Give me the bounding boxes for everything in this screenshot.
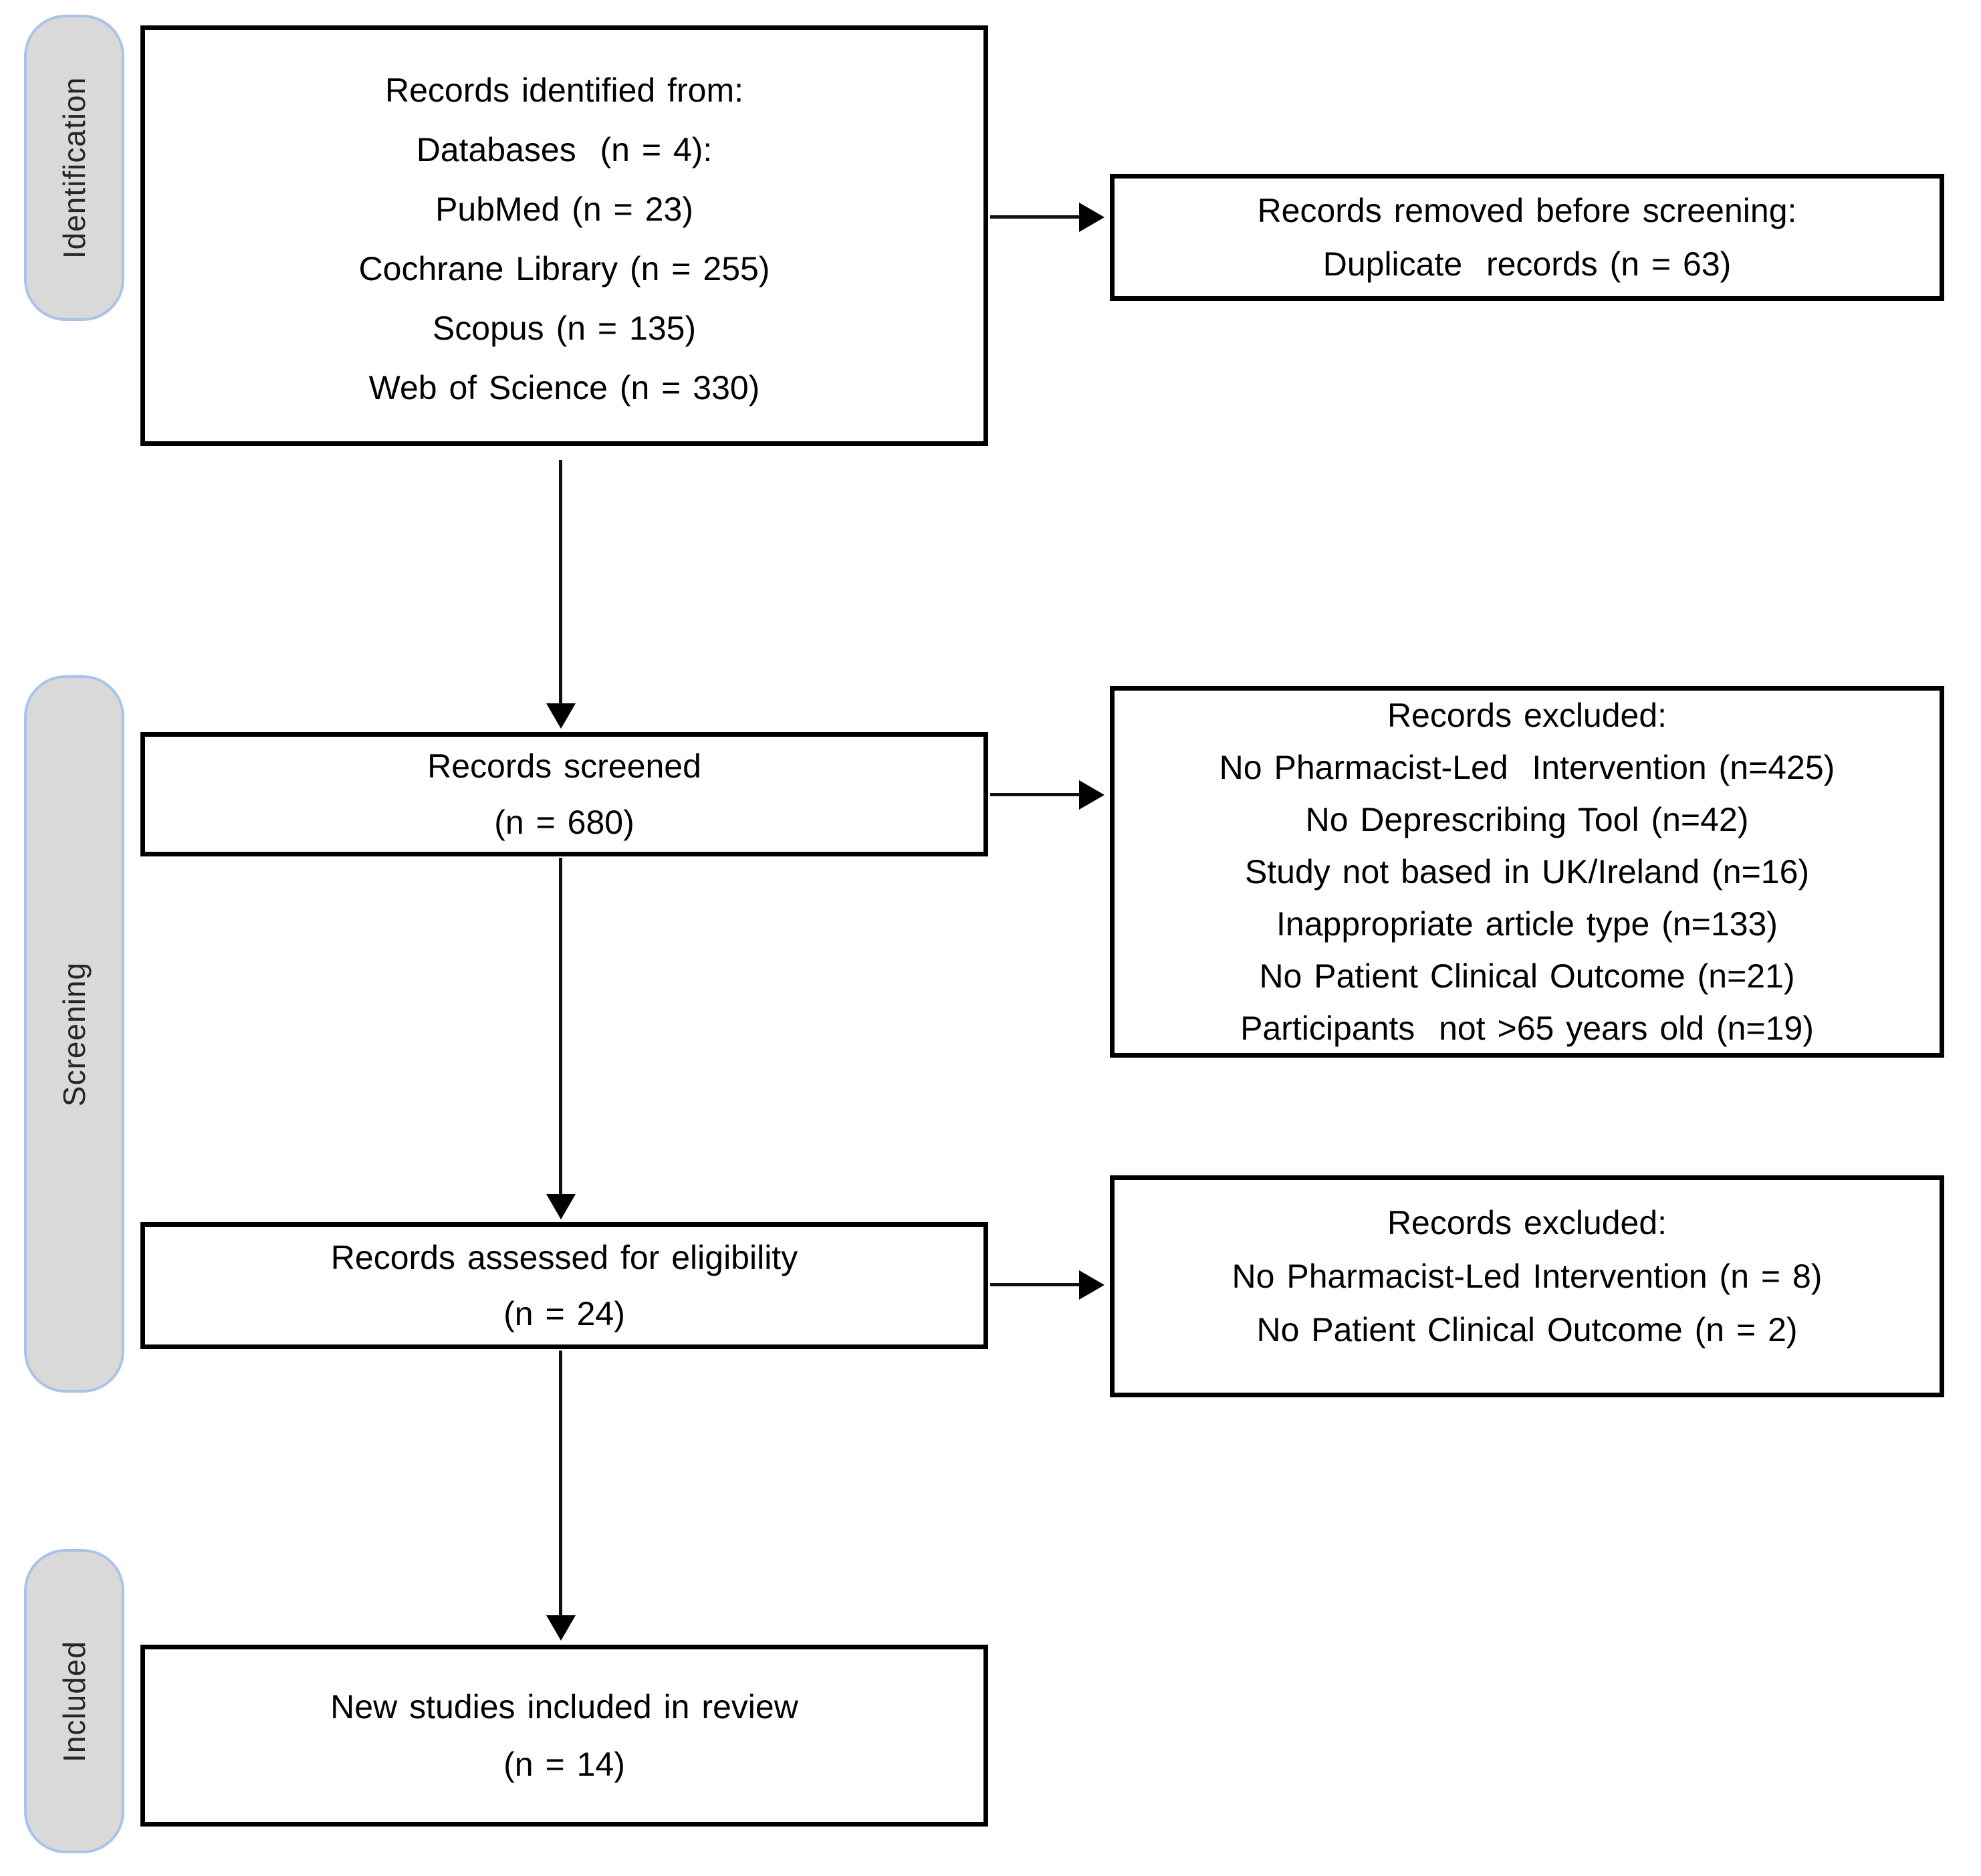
box-line: Duplicate records (n = 63) xyxy=(1322,245,1732,283)
box-line: (n = 680) xyxy=(494,804,634,841)
box-line: No Deprescribing Tool (n=42) xyxy=(1305,801,1749,838)
arrow-identified-to-screened-head-icon xyxy=(546,703,576,729)
arrow-assessed-to-excluded-line xyxy=(990,1283,1081,1286)
arrow-assessed-to-included-line xyxy=(559,1351,562,1617)
box-records-identified: Records identified from: Databases (n = … xyxy=(140,25,988,446)
box-records-excluded-eligibility: Records excluded: No Pharmacist-Led Inte… xyxy=(1110,1175,1944,1397)
box-line: (n = 14) xyxy=(503,1746,625,1783)
box-line: No Patient Clinical Outcome (n=21) xyxy=(1259,957,1795,995)
box-line: Records excluded: xyxy=(1387,1204,1667,1242)
box-records-assessed: Records assessed for eligibility (n = 24… xyxy=(140,1222,988,1349)
arrow-identified-to-removed-line xyxy=(990,215,1081,219)
arrow-identified-to-removed-head-icon xyxy=(1079,203,1104,232)
box-line: Records screened xyxy=(427,747,701,785)
stage-label-screening-text: Screening xyxy=(57,961,92,1106)
arrow-screened-to-excluded-head-icon xyxy=(1079,780,1104,810)
stage-label-identification-text: Identification xyxy=(57,76,92,259)
box-line: (n = 24) xyxy=(503,1295,625,1332)
box-new-studies-included: New studies included in review (n = 14) xyxy=(140,1645,988,1827)
box-line: Records assessed for eligibility xyxy=(330,1239,798,1276)
box-line: Scopus (n = 135) xyxy=(432,309,697,347)
box-line: Inappropriate article type (n=133) xyxy=(1276,905,1778,943)
box-line: Databases (n = 4): xyxy=(416,130,713,168)
arrow-screened-to-assessed-line xyxy=(559,858,562,1195)
box-records-excluded-screening: Records excluded: No Pharmacist-Led Inte… xyxy=(1110,686,1944,1058)
box-line: Web of Science (n = 330) xyxy=(368,368,760,406)
arrow-screened-to-assessed-head-icon xyxy=(546,1194,576,1219)
arrow-identified-to-screened-line xyxy=(559,460,562,705)
stage-label-included: Included xyxy=(24,1549,124,1853)
arrow-assessed-to-included-head-icon xyxy=(546,1615,576,1641)
box-line: No Patient Clinical Outcome (n = 2) xyxy=(1256,1311,1798,1349)
box-records-screened: Records screened (n = 680) xyxy=(140,732,988,856)
box-line: New studies included in review xyxy=(330,1688,798,1726)
box-records-removed-before-screening: Records removed before screening: Duplic… xyxy=(1110,174,1944,301)
box-line: No Pharmacist-Led Intervention (n=425) xyxy=(1219,749,1835,786)
box-line: Participants not >65 years old (n=19) xyxy=(1240,1010,1814,1047)
arrow-assessed-to-excluded-head-icon xyxy=(1079,1270,1104,1300)
box-line: Study not based in UK/Ireland (n=16) xyxy=(1244,853,1810,891)
box-line: Records removed before screening: xyxy=(1257,192,1797,229)
box-line: Records excluded: xyxy=(1387,697,1667,734)
box-line: No Pharmacist-Led Intervention (n = 8) xyxy=(1232,1258,1823,1295)
stage-label-screening: Screening xyxy=(24,675,124,1393)
arrow-screened-to-excluded-line xyxy=(990,793,1081,796)
stage-label-identification: Identification xyxy=(24,15,124,321)
stage-label-included-text: Included xyxy=(57,1640,92,1762)
box-line: Cochrane Library (n = 255) xyxy=(358,249,770,287)
box-line: PubMed (n = 23) xyxy=(435,190,693,228)
box-line: Records identified from: xyxy=(384,71,743,109)
